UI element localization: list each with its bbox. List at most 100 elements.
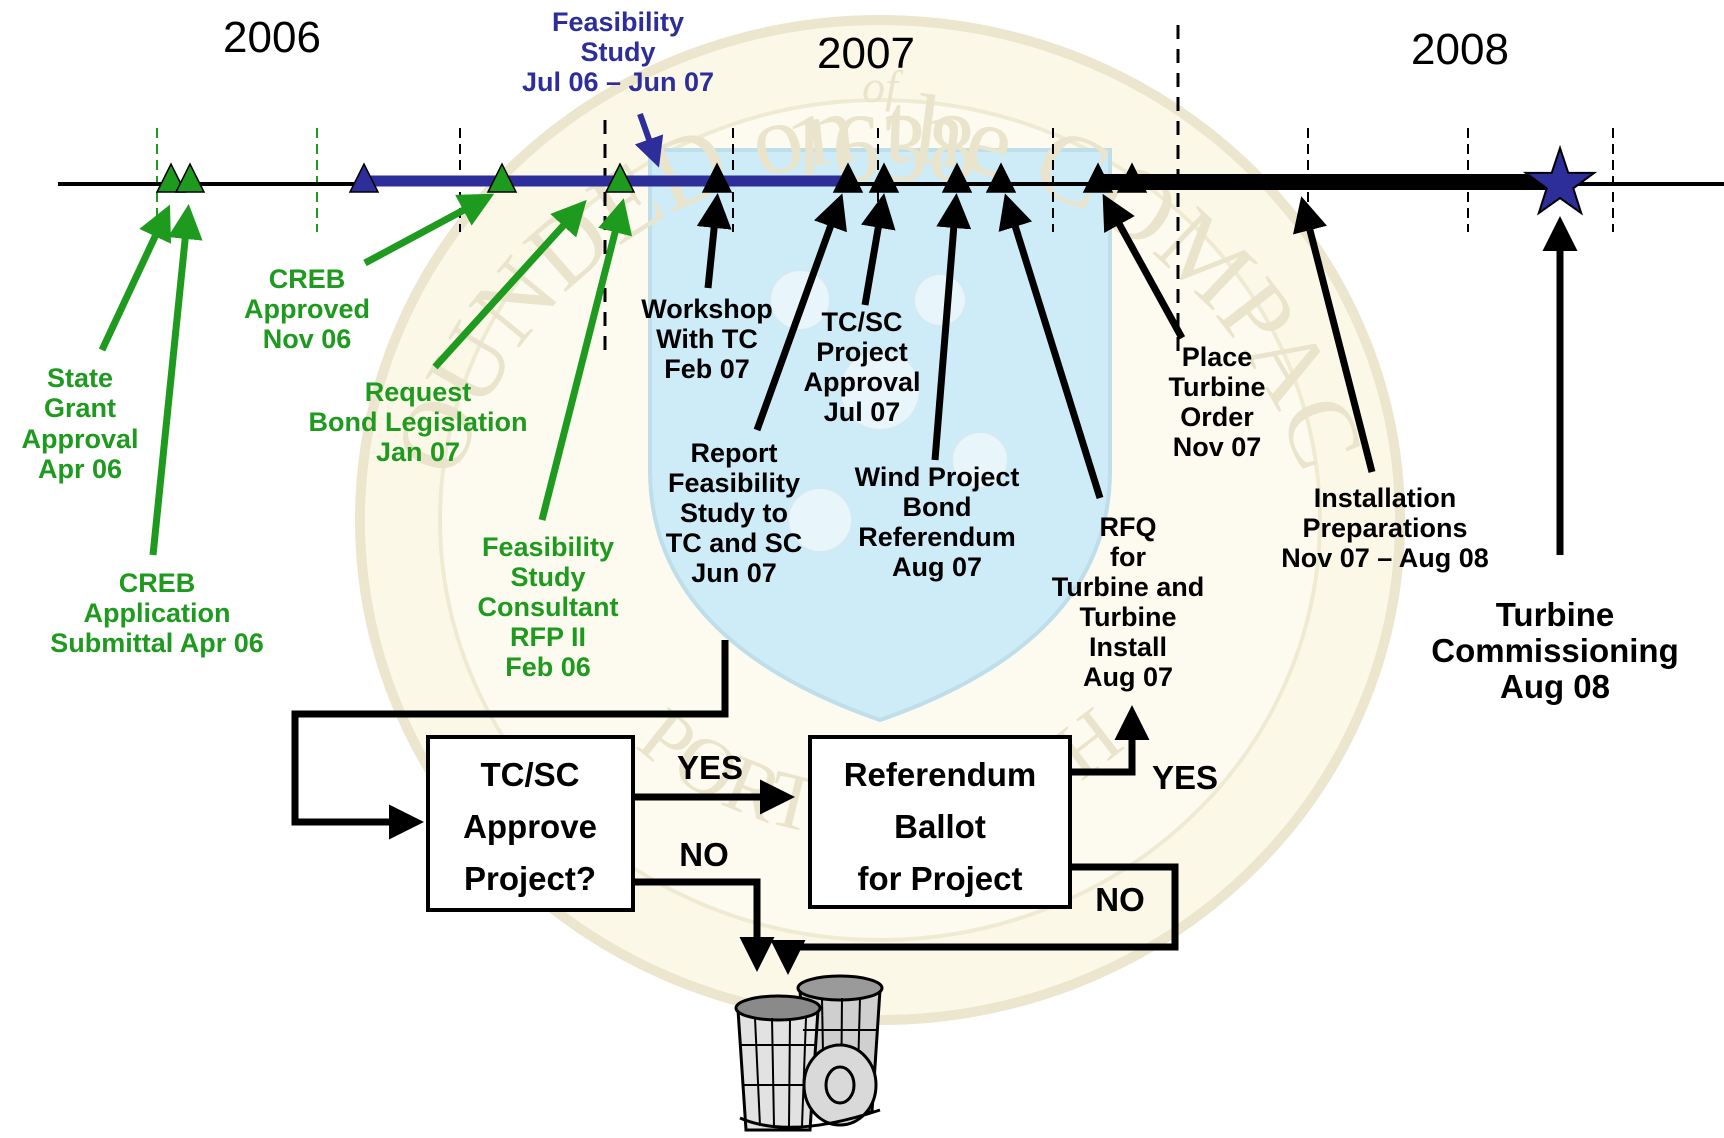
- label-creb-approved: CREB Approved Nov 06: [244, 264, 370, 354]
- no-label-1: NO: [679, 836, 729, 873]
- svg-text:for: for: [1110, 542, 1146, 572]
- svg-text:Approve: Approve: [463, 808, 597, 845]
- svg-text:Report: Report: [691, 438, 778, 468]
- svg-text:Preparations: Preparations: [1302, 513, 1467, 543]
- label-tcsc-approval: TC/SC Project Approval Jul 07: [803, 307, 920, 427]
- trash-cans-icon: [734, 974, 884, 1132]
- svg-text:Feb 07: Feb 07: [664, 354, 750, 384]
- svg-text:Commissioning: Commissioning: [1431, 632, 1679, 669]
- svg-text:Nov 07: Nov 07: [1173, 432, 1262, 462]
- svg-text:Consultant: Consultant: [478, 592, 619, 622]
- decision-box-tcsc: TC/SC Approve Project?: [426, 735, 635, 912]
- svg-text:Referendum: Referendum: [844, 756, 1037, 793]
- marker-wind-bond: [941, 162, 973, 193]
- no-label-2: NO: [1095, 881, 1145, 918]
- marker-place-order: [1082, 162, 1114, 193]
- svg-text:Workshop: Workshop: [641, 294, 773, 324]
- marker-report-feasibility: [832, 162, 864, 193]
- svg-text:Project: Project: [816, 337, 908, 367]
- decision-box-referendum: Referendum Ballot for Project: [808, 735, 1072, 909]
- label-wind-bond: Wind Project Bond Referendum Aug 07: [855, 462, 1020, 582]
- svg-text:Bond Legislation: Bond Legislation: [309, 407, 528, 437]
- svg-text:Feasibility: Feasibility: [482, 532, 614, 562]
- label-install-prep: Installation Preparations Nov 07 – Aug 0…: [1281, 483, 1489, 573]
- seal-flower-icon: [769, 269, 1009, 553]
- svg-text:Approval: Approval: [21, 424, 138, 454]
- svg-text:Turbine: Turbine: [1496, 596, 1615, 633]
- svg-text:RFP II: RFP II: [510, 622, 586, 652]
- svg-text:Wind Project: Wind Project: [855, 462, 1020, 492]
- svg-text:Apr 06: Apr 06: [38, 454, 122, 484]
- svg-text:Study: Study: [510, 562, 585, 592]
- seal-of-text: of: [862, 61, 904, 112]
- svg-text:TC/SC: TC/SC: [822, 307, 903, 337]
- year-label-2006: 2006: [223, 13, 321, 62]
- svg-text:CREB: CREB: [269, 264, 346, 294]
- svg-text:TC/SC: TC/SC: [481, 756, 580, 793]
- marker-rfq: [985, 162, 1017, 193]
- flow-connectors: [291, 640, 1179, 975]
- feasibility-period-label: Feasibility Study Jul 06 – Jun 07: [522, 7, 714, 97]
- svg-text:Feb 06: Feb 06: [505, 652, 591, 682]
- svg-text:Request: Request: [365, 377, 472, 407]
- svg-text:Referendum: Referendum: [858, 522, 1016, 552]
- svg-text:Project?: Project?: [464, 860, 596, 897]
- label-feasibility-consultant: Feasibility Study Consultant RFP II Feb …: [478, 532, 619, 682]
- svg-text:Aug 07: Aug 07: [1083, 662, 1173, 692]
- svg-text:Order: Order: [1180, 402, 1254, 432]
- svg-text:Grant: Grant: [44, 393, 116, 423]
- label-report-feasibility: Report Feasibility Study to TC and SC Ju…: [666, 438, 803, 588]
- svg-text:Installation: Installation: [1314, 483, 1457, 513]
- feasibility-pointer-arrow: [634, 112, 664, 168]
- label-rfq: RFQ for Turbine and Turbine Install Aug …: [1052, 512, 1205, 692]
- svg-text:Jun 07: Jun 07: [691, 558, 777, 588]
- milestone-arrows: [98, 193, 1578, 556]
- svg-text:Aug 07: Aug 07: [892, 552, 982, 582]
- svg-text:Turbine: Turbine: [1169, 372, 1266, 402]
- marker-state-grant: [155, 162, 187, 193]
- svg-text:Jul 07: Jul 07: [824, 397, 901, 427]
- yes-label-2: YES: [1152, 759, 1218, 796]
- star-icon: [1522, 144, 1598, 216]
- yes-label-1: YES: [677, 749, 743, 786]
- marker-creb-application: [174, 162, 206, 193]
- label-state-grant: State Grant Approval Apr 06: [21, 363, 138, 484]
- svg-text:Study to: Study to: [680, 498, 788, 528]
- label-request-bond: Request Bond Legislation Jan 07: [309, 377, 528, 467]
- svg-text:Study: Study: [580, 37, 655, 67]
- svg-text:Jan 07: Jan 07: [376, 437, 460, 467]
- marker-request-bond: [604, 162, 636, 193]
- marker-install-start: [1116, 162, 1148, 193]
- svg-text:Nov 07 – Aug 08: Nov 07 – Aug 08: [1281, 543, 1489, 573]
- svg-text:State: State: [47, 363, 113, 393]
- svg-text:Bond: Bond: [903, 492, 972, 522]
- svg-text:Jul 06 – Jun 07: Jul 06 – Jun 07: [522, 67, 714, 97]
- svg-text:Approval: Approval: [803, 367, 920, 397]
- marker-creb-approved: [486, 162, 518, 193]
- label-commissioning: Turbine Commissioning Aug 08: [1431, 596, 1679, 705]
- label-place-order: Place Turbine Order Nov 07: [1169, 342, 1266, 462]
- svg-text:Nov 06: Nov 06: [263, 324, 352, 354]
- year-label-2008: 2008: [1411, 25, 1509, 74]
- svg-text:Submittal Apr 06: Submittal Apr 06: [50, 628, 264, 658]
- svg-text:Feasibility: Feasibility: [668, 468, 800, 498]
- svg-text:CREB: CREB: [119, 568, 196, 598]
- svg-text:Application: Application: [84, 598, 231, 628]
- svg-text:Feasibility: Feasibility: [552, 7, 684, 37]
- svg-text:Turbine: Turbine: [1080, 602, 1177, 632]
- svg-text:RFQ: RFQ: [1100, 512, 1157, 542]
- svg-text:Install: Install: [1089, 632, 1167, 662]
- svg-text:TC and SC: TC and SC: [666, 528, 803, 558]
- label-workshop: Workshop With TC Feb 07: [641, 294, 773, 384]
- svg-text:for Project: for Project: [857, 860, 1022, 897]
- svg-text:With TC: With TC: [656, 324, 758, 354]
- marker-workshop: [701, 162, 733, 193]
- marker-tcsc-approval: [868, 162, 900, 193]
- svg-text:Aug 08: Aug 08: [1500, 668, 1610, 705]
- svg-text:Place: Place: [1182, 342, 1253, 372]
- svg-text:Approved: Approved: [244, 294, 370, 324]
- marker-feasibility-start: [348, 162, 380, 193]
- milestone-markers: [155, 144, 1598, 216]
- label-creb-application: CREB Application Submittal Apr 06: [50, 568, 264, 658]
